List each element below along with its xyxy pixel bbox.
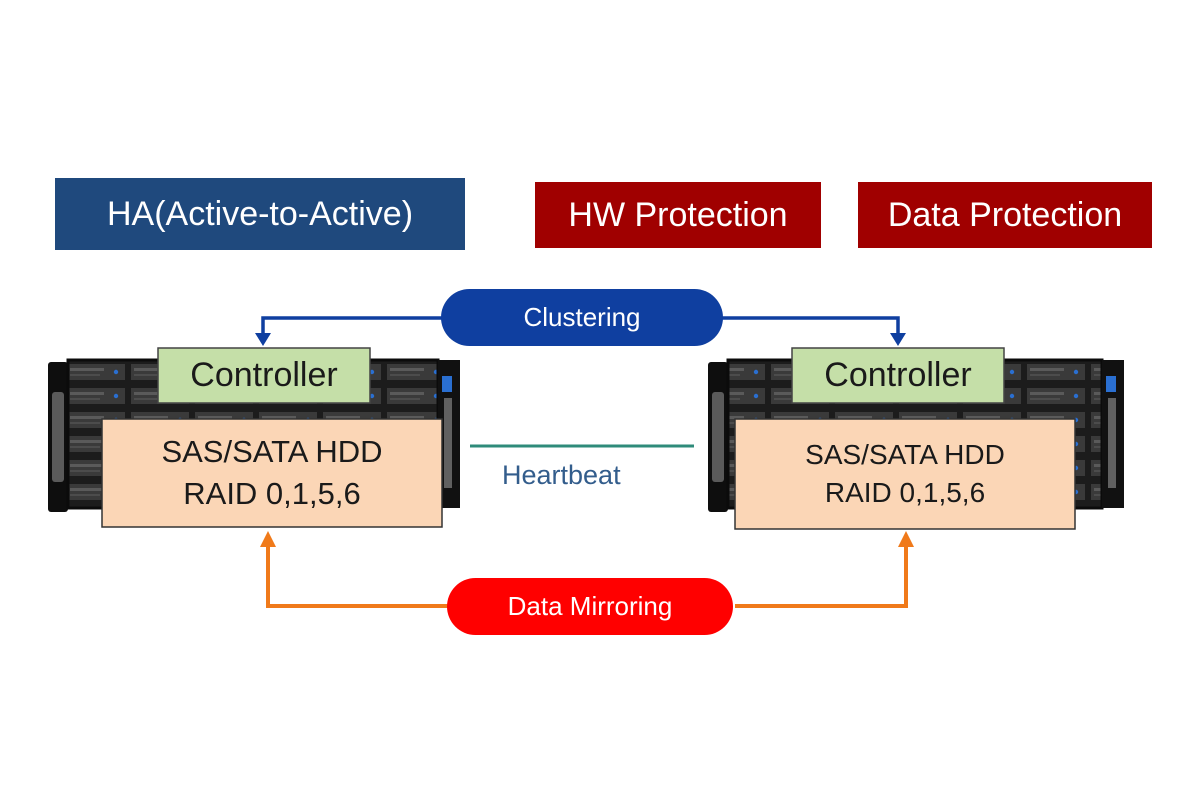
clustering-connector (255, 289, 906, 346)
storage-label-right: SAS/SATA HDD RAID 0,1,5,6 (735, 419, 1075, 529)
heartbeat-label: Heartbeat (502, 460, 621, 490)
ha-active-active-label: HA(Active-to-Active) (55, 178, 465, 250)
controller-label-left: Controller (190, 356, 338, 394)
controller-box-left (157, 347, 371, 404)
storage-type-right: SAS/SATA HDD (805, 439, 1005, 471)
controller-label-right: Controller (824, 356, 972, 394)
data-protection-label: Data Protection (858, 182, 1152, 248)
data-mirroring-connector (260, 531, 914, 635)
storage-type-left: SAS/SATA HDD (161, 434, 383, 470)
raid-levels-right: RAID 0,1,5,6 (824, 477, 986, 508)
raid-levels-left: RAID 0,1,5,6 (183, 476, 361, 511)
storage-label-left: SAS/SATA HDD RAID 0,1,5,6 (102, 419, 442, 527)
storage-box-right (734, 418, 1076, 530)
clustering-label: Clustering (523, 302, 641, 332)
hw-protection-label: HW Protection (535, 182, 821, 248)
data-mirroring-label: Data Mirroring (507, 591, 673, 621)
storage-box-left (101, 418, 443, 528)
controller-box-right (791, 347, 1005, 404)
